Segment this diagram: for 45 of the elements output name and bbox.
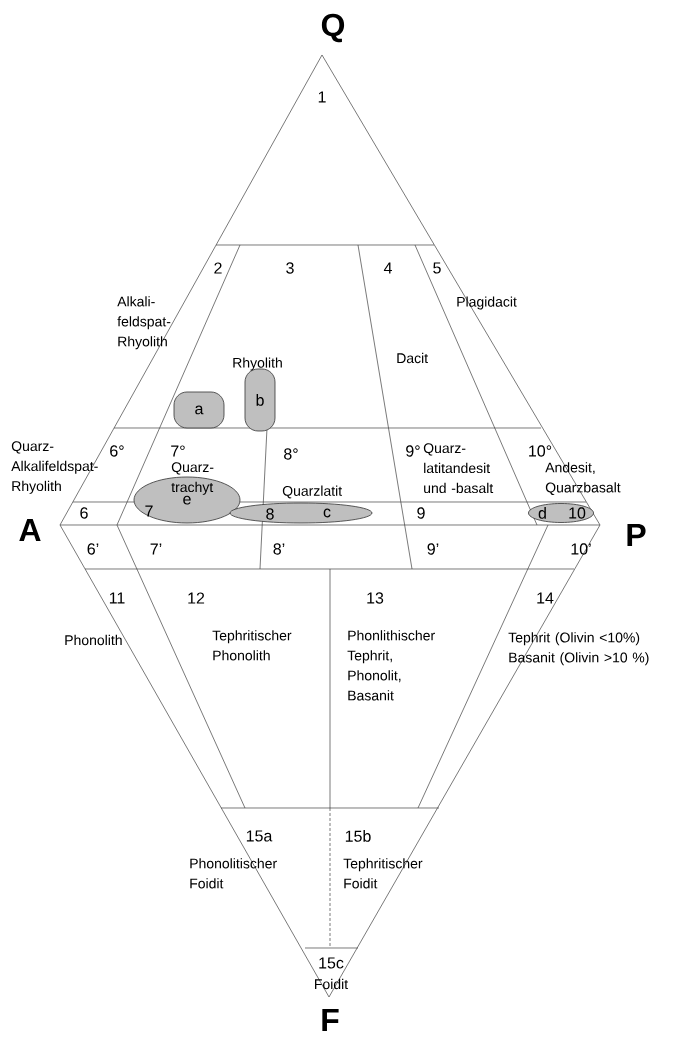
field-number: 7’ (150, 543, 162, 555)
rock-name: Tephritischer Foidit (343, 858, 423, 889)
field-number: 5 (433, 262, 441, 274)
corner-letter: P (627, 524, 646, 546)
rock-name: Phonolitischer Foidit (190, 858, 277, 889)
rock-name: Quarz- latitandesit und -basalt (423, 443, 494, 494)
field-number: 1 (318, 91, 326, 103)
rock-name: Dacit (397, 352, 428, 364)
rock-name: Tephritischer Phonolith (212, 630, 292, 661)
rock-name: Foidit (315, 978, 348, 990)
rock-name: Alkali- feldspat- Rhyolith (117, 296, 171, 350)
corner-letter: F (322, 1009, 339, 1031)
sample-field: a (173, 391, 225, 429)
field-number: 11 (109, 592, 125, 604)
field-number: 7 (145, 505, 153, 517)
rock-name: Plagidacit (457, 296, 517, 310)
field-number: 10’ (571, 543, 591, 555)
rock-name: Quarz- trachyt (171, 462, 214, 495)
field-number: 4 (383, 262, 392, 274)
field-number: 13 (367, 592, 384, 604)
corner-letter: Q (321, 13, 345, 43)
field-number: 10 (569, 507, 586, 519)
field-number: 9’ (427, 543, 439, 555)
field-number: 14 (537, 592, 554, 604)
field-number: 2 (214, 262, 222, 274)
rock-name: Tephrit (Olivin <10%) Basanit (Olivin >10 %) (508, 632, 649, 666)
field-number: 3 (286, 262, 294, 274)
field-number: 8’ (273, 543, 285, 555)
field-number: 15c (319, 957, 344, 969)
field-number: 7° (171, 445, 185, 457)
field-number: 15a (246, 830, 273, 842)
field-number: 6 (80, 507, 88, 519)
rock-name: Phonolith (65, 634, 122, 646)
field-number: 15b (345, 830, 371, 842)
field-number: 8 (266, 508, 274, 520)
field-number: 10° (529, 445, 552, 457)
field-number: 6’ (87, 543, 99, 555)
field-number: 9° (406, 445, 420, 457)
field-number: 6° (110, 445, 124, 457)
rock-name: Rhyolith (233, 357, 282, 371)
field-number: 9 (417, 507, 425, 519)
rock-name: Phonlithischer Tephrit, Phonolit, Basanit (347, 630, 435, 701)
field-number: 12 (188, 592, 205, 604)
corner-letter: A (19, 519, 41, 541)
field-number: 8° (284, 448, 298, 460)
